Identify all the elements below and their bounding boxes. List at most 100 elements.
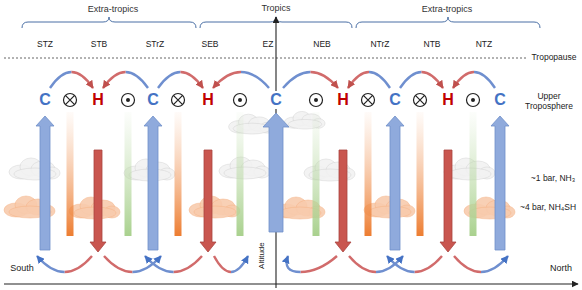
downwelling-arrow — [335, 150, 351, 252]
cloud — [219, 157, 270, 179]
symbol-ring — [467, 94, 480, 107]
cloud — [9, 158, 60, 180]
symbol-dot — [314, 98, 318, 102]
cloud — [364, 196, 415, 218]
circulation-arc — [145, 256, 174, 272]
circulation-arc — [50, 72, 72, 88]
out-of-page-symbol — [122, 94, 135, 107]
into-page-symbol — [64, 94, 77, 107]
cyclonic-letter: C — [494, 91, 506, 109]
circulation-arc — [213, 72, 241, 88]
anticyclonic-letter: H — [442, 91, 454, 109]
into-page-symbol — [172, 94, 185, 107]
upwelling-arrow — [386, 116, 404, 250]
circulation-arc — [422, 72, 444, 88]
cloud-layer — [4, 111, 515, 219]
cyclonic-letter: C — [389, 91, 401, 109]
eddy-bars — [67, 112, 477, 236]
cloud-puff — [194, 206, 236, 218]
eddy-bar — [237, 112, 244, 236]
circulation-arc — [400, 72, 422, 88]
level-label: Upper Troposphere — [517, 92, 581, 112]
upwelling-arrow — [263, 113, 289, 232]
anticyclonic-letter: H — [202, 91, 214, 109]
eddy-bar — [313, 112, 320, 236]
axis-label: South — [10, 263, 34, 273]
level-label: Tropopause — [531, 53, 576, 63]
symbol-ring — [234, 94, 247, 107]
eddy-bar — [365, 112, 372, 236]
eddy-bar — [470, 112, 477, 236]
upwelling-arrow — [491, 116, 509, 250]
circulation-arc — [37, 256, 65, 272]
out-of-page-symbol — [310, 94, 323, 107]
cyclonic-letter: C — [147, 91, 159, 109]
upwelling-arrows — [36, 113, 509, 250]
belt-label: NTB — [424, 40, 441, 50]
region-label: Extra-tropics — [422, 4, 473, 14]
cloud-puff — [224, 167, 266, 179]
circulation-arc — [311, 72, 339, 88]
eddy-bar — [125, 112, 132, 236]
circulation-arc — [415, 256, 443, 272]
region-braces — [22, 17, 540, 28]
belt-label: STZ — [37, 40, 53, 50]
eddy-bar — [67, 112, 74, 236]
region-label: Tropics — [261, 3, 290, 13]
circulation-arc — [174, 256, 203, 272]
pressure-label: ~1 bar, NH₃ — [531, 174, 575, 184]
downwelling-arrow — [200, 150, 216, 252]
eddy-bar — [417, 112, 424, 236]
symbol-cross — [173, 95, 182, 104]
axis-label: Altitude — [256, 243, 265, 270]
latitude-axis — [4, 283, 578, 284]
circulation-arc — [481, 256, 508, 272]
region-brace — [22, 17, 196, 28]
belt-label: STrZ — [146, 40, 165, 50]
circulation-arc — [65, 256, 93, 272]
eddy-bar — [175, 112, 182, 236]
symbol-cross — [65, 95, 74, 104]
region-brace — [356, 17, 540, 28]
circulation-arc — [287, 256, 301, 272]
pressure-label: ~4 bar, NH₄SH — [520, 203, 576, 213]
circulation-arc — [181, 72, 204, 88]
cyclonic-letter: C — [39, 91, 51, 109]
circulation-arc — [453, 72, 474, 88]
symbol-dot — [471, 98, 475, 102]
downwelling-arrows — [90, 150, 456, 252]
belt-label: SEB — [201, 40, 218, 50]
circulation-arc — [231, 256, 248, 272]
belt-label: EZ — [262, 40, 275, 50]
cloud — [189, 196, 240, 218]
out-of-page-symbol — [467, 94, 480, 107]
cyclonic-letter: C — [269, 91, 283, 109]
symbol-cross — [415, 95, 424, 104]
circulation-arc — [387, 256, 415, 272]
circulation-arc — [241, 72, 269, 88]
circulation-arc — [158, 72, 181, 88]
circulation-arc — [369, 72, 390, 88]
circulation-arcs — [37, 72, 508, 272]
symbol-dot — [126, 98, 130, 102]
into-page-symbol — [414, 94, 427, 107]
belt-label: STB — [91, 40, 108, 50]
downwelling-arrow — [440, 150, 456, 252]
into-page-symbol — [362, 94, 375, 107]
circulation-arc — [301, 256, 338, 272]
symbol-cross — [363, 95, 372, 104]
belt-label: NTZ — [476, 40, 493, 50]
out-of-page-symbol — [234, 94, 247, 107]
axis-label: North — [550, 263, 572, 273]
upwelling-arrow — [36, 116, 54, 250]
circulation-arc — [103, 72, 126, 88]
circulation-arc — [474, 72, 495, 88]
symbol-ring — [122, 94, 135, 107]
circulation-arc — [348, 72, 369, 88]
circulation-arc — [104, 256, 133, 272]
circulation-arc — [283, 72, 311, 88]
region-label: Extra-tropics — [88, 4, 139, 14]
